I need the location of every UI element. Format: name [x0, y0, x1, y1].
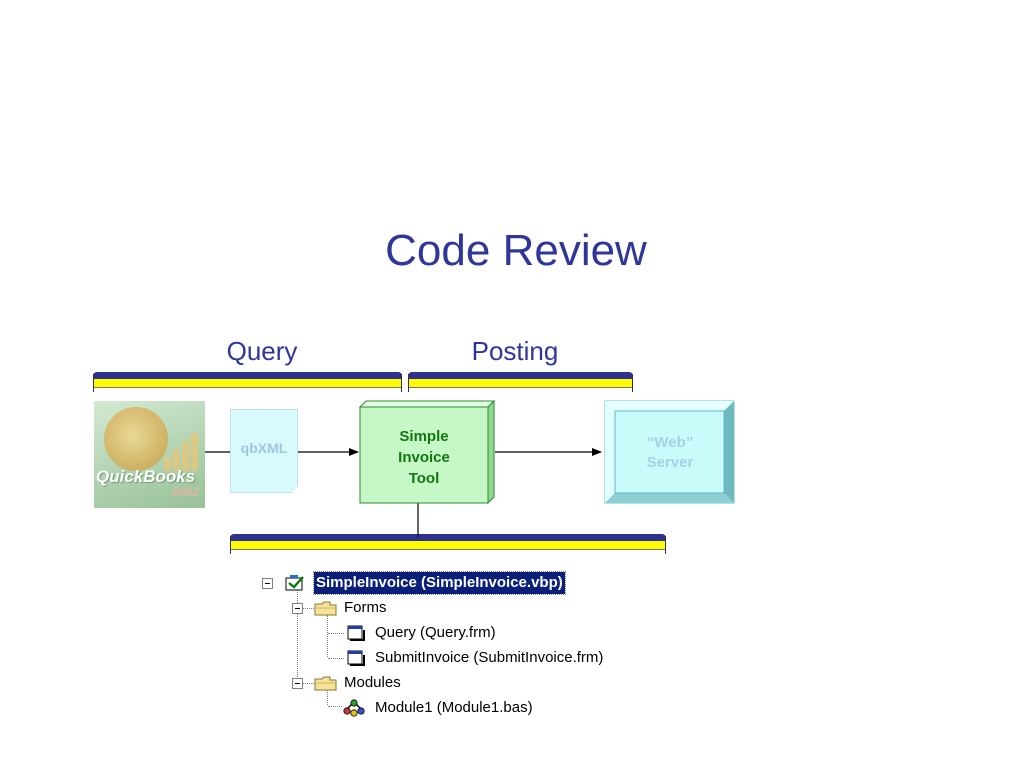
- tool-label-line: Tool: [408, 470, 440, 487]
- quickbooks-logo: QuickBooks 2002: [94, 401, 205, 508]
- web-label-line: Server: [646, 454, 694, 471]
- folder-icon: [314, 601, 337, 616]
- web-label-line: “Web”: [646, 434, 694, 451]
- bar-chart-icon: [164, 431, 200, 471]
- tree-item-label[interactable]: Module1 (Module1.bas): [375, 699, 533, 716]
- quickbooks-brand-text: QuickBooks: [96, 467, 196, 486]
- tree-folder-label[interactable]: Forms: [344, 599, 387, 616]
- slide-title: Code Review: [385, 226, 647, 275]
- qbxml-label: qbXML: [240, 440, 288, 456]
- tree-root-label[interactable]: SimpleInvoice (SimpleInvoice.vbp): [313, 571, 566, 595]
- simple-invoice-tool-label: Simple Invoice Tool: [360, 426, 488, 489]
- web-server-label: “Web” Server: [615, 433, 725, 473]
- form-icon: [347, 650, 365, 666]
- collapse-toggle-icon[interactable]: [292, 603, 303, 614]
- query-bracket: [93, 372, 402, 394]
- project-explorer-tree: SimpleInvoice (SimpleInvoice.vbp) Forms …: [258, 570, 658, 720]
- tree-folder-label[interactable]: Modules: [344, 674, 401, 691]
- code-bracket: [230, 534, 666, 556]
- tool-label-line: Simple: [399, 428, 449, 445]
- tree-item-label[interactable]: Query (Query.frm): [375, 624, 496, 641]
- clock-icon: [104, 407, 168, 471]
- query-section-label: Query: [226, 336, 298, 366]
- simple-invoice-tool-box: [358, 399, 496, 505]
- folder-icon: [314, 676, 337, 691]
- vb-project-icon: [285, 575, 304, 591]
- collapse-toggle-icon[interactable]: [262, 578, 273, 589]
- module-icon: [343, 699, 365, 717]
- tree-item-label[interactable]: SubmitInvoice (SubmitInvoice.frm): [375, 649, 604, 666]
- web-server-box: [604, 400, 735, 504]
- qbxml-document: [230, 409, 298, 493]
- collapse-toggle-icon[interactable]: [292, 678, 303, 689]
- form-icon: [347, 625, 365, 641]
- posting-bracket: [408, 372, 633, 394]
- tool-label-line: Invoice: [398, 449, 450, 466]
- posting-section-label: Posting: [471, 336, 559, 366]
- quickbooks-year-text: 2002: [172, 485, 199, 499]
